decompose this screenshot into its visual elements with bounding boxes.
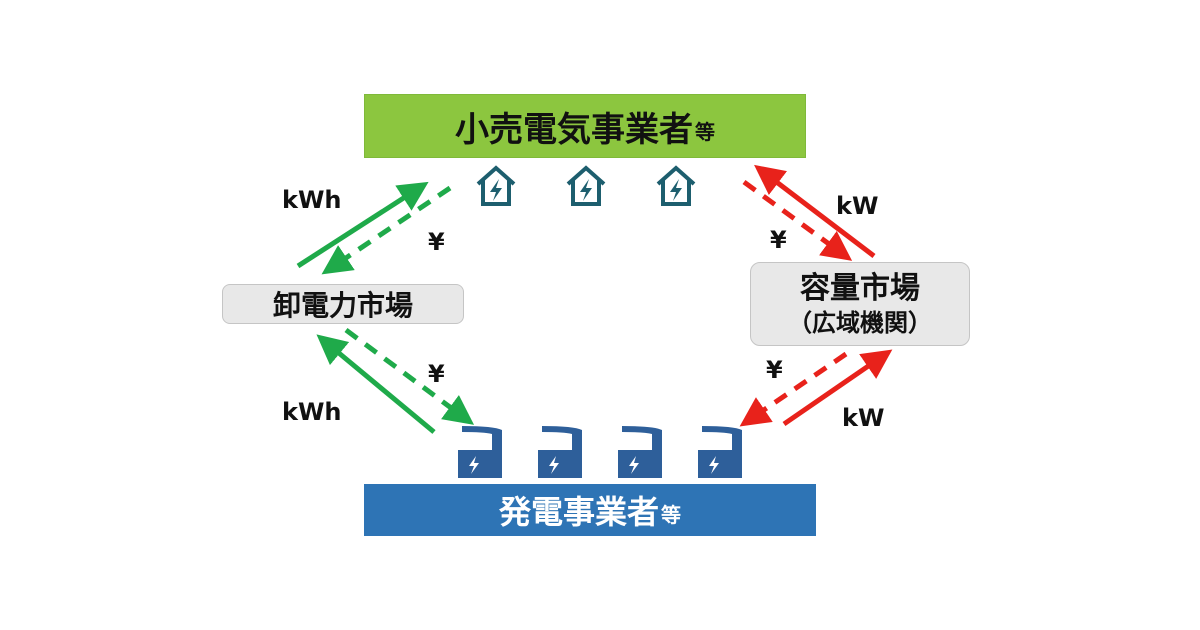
factory-bolt-icon	[698, 426, 742, 478]
flow-label-yen-upper-left: ¥	[428, 228, 445, 256]
wholesale-label: 卸電力市場	[272, 289, 413, 322]
yen-arrow-capacity-to-gen	[739, 351, 848, 427]
retail-suffix: 等	[695, 120, 715, 144]
house-bolt-icon	[566, 165, 606, 206]
kw-arrow-capacity-to-retail	[754, 164, 876, 258]
flow-label-yen-lower-left: ¥	[428, 360, 445, 388]
generation-node: 発電事業者等	[364, 484, 816, 536]
yen-arrow-wholesale-to-gen	[344, 327, 475, 425]
capacity-market-node: 容量市場 （広域機関）	[750, 262, 970, 346]
capacity-label: 容量市場	[800, 271, 920, 306]
generation-label: 発電事業者	[498, 493, 659, 531]
factory-bolt-icon	[538, 426, 582, 478]
factory-bolt-icon	[458, 426, 502, 478]
capacity-sublabel: （広域機関）	[788, 309, 932, 337]
flow-label-yen-upper-right: ¥	[770, 226, 787, 254]
wholesale-market-node: 卸電力市場	[222, 284, 464, 324]
retail-electricity-node: 小売電気事業者等	[364, 94, 806, 158]
flow-label-yen-lower-right: ¥	[766, 356, 783, 384]
yen-arrow-retail-to-capacity	[742, 179, 853, 261]
generation-suffix: 等	[661, 503, 681, 527]
kwh-arrow-wholesale-to-retail	[296, 181, 429, 269]
house-bolt-icon	[476, 165, 516, 206]
flow-label-kwh-upper: kWh	[282, 186, 342, 214]
factory-bolt-icon	[618, 426, 662, 478]
kw-arrow-gen-to-capacity	[782, 349, 893, 427]
house-bolt-icon	[656, 165, 696, 206]
kwh-arrow-gen-to-wholesale	[316, 334, 436, 434]
flow-label-kw-upper: kW	[836, 192, 879, 220]
flow-label-kwh-lower: kWh	[282, 398, 342, 426]
retail-label: 小売電気事業者	[455, 109, 693, 150]
flow-label-kw-lower: kW	[842, 404, 885, 432]
